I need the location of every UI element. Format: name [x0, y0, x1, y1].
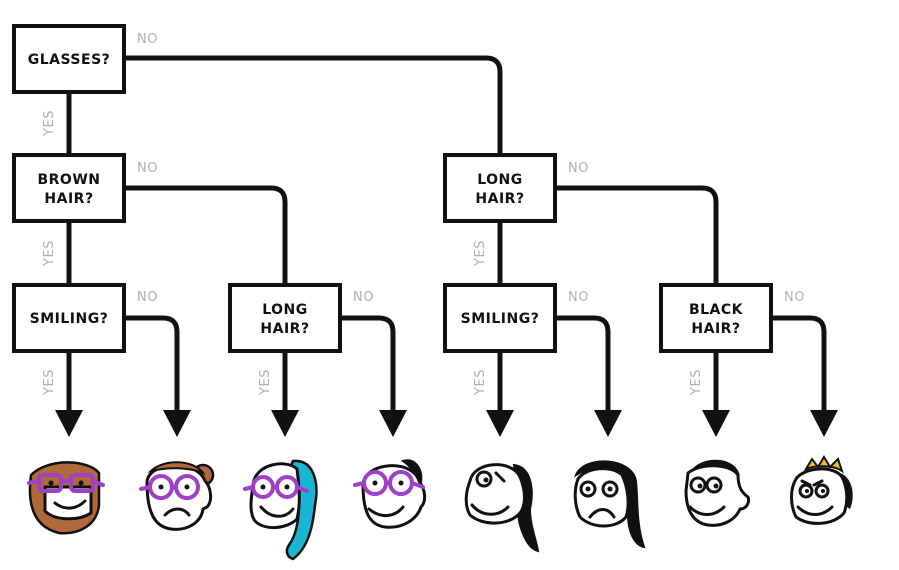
question-line: LONG	[477, 172, 523, 188]
question-smiling-left: SMILING?	[12, 283, 126, 353]
question-long-hair-right: LONG HAIR?	[443, 153, 557, 223]
label-no: NO	[568, 290, 589, 305]
down-arrow-icon	[486, 410, 514, 437]
label-no: NO	[137, 32, 158, 47]
label-no: NO	[353, 290, 374, 305]
label-yes: YES	[42, 240, 57, 267]
down-arrow-icon	[163, 410, 191, 437]
question-line: HAIR?	[44, 191, 93, 207]
question-line: SMILING?	[461, 311, 540, 327]
tree-connectors	[55, 55, 838, 437]
question-line: LONG	[262, 302, 308, 318]
question-long-hair-left: LONG HAIR?	[228, 283, 342, 353]
question-line: HAIR?	[475, 191, 524, 207]
label-no: NO	[137, 161, 158, 176]
face-icon	[684, 459, 750, 527]
question-glasses: GLASSES?	[12, 24, 126, 94]
label-yes: YES	[42, 369, 57, 396]
face-icon	[353, 459, 427, 529]
down-arrow-icon	[55, 410, 83, 437]
hair-short-icon	[803, 455, 844, 474]
question-line: HAIR?	[260, 321, 309, 337]
edge-black-no	[768, 315, 827, 415]
question-line: BLACK	[689, 302, 744, 318]
label-yes: YES	[473, 369, 488, 396]
edge-labels: NO NO NO NO NO NO NO YES YES YES YES YES…	[42, 32, 805, 396]
glasses-icon	[27, 473, 105, 493]
edge-brown-no	[121, 185, 288, 288]
label-no: NO	[568, 161, 589, 176]
down-arrow-icon	[702, 410, 730, 437]
glasses-icon	[353, 470, 425, 496]
question-smiling-right: SMILING?	[443, 283, 557, 353]
edge-smiling-a-no	[121, 315, 180, 415]
label-yes: YES	[42, 110, 57, 137]
face-icon	[464, 463, 540, 553]
face-icon	[573, 460, 646, 549]
question-line: GLASSES?	[28, 52, 111, 68]
edge-glasses-no	[121, 55, 503, 158]
question-brown-hair: BROWN HAIR?	[12, 153, 126, 223]
down-arrow-icon	[810, 410, 838, 437]
question-line: SMILING?	[30, 311, 109, 327]
label-yes: YES	[689, 369, 704, 396]
down-arrow-icon	[379, 410, 407, 437]
edge-longhair-b-no	[552, 185, 719, 288]
down-arrow-icon	[271, 410, 299, 437]
glasses-icon	[243, 475, 309, 499]
question-black-hair: BLACK HAIR?	[659, 283, 773, 353]
face-icon	[139, 461, 215, 531]
face-icon	[243, 459, 318, 561]
edge-smiling-b-no	[552, 315, 611, 415]
question-line: HAIR?	[691, 321, 740, 337]
face-icon	[27, 461, 105, 535]
down-arrow-icon	[594, 410, 622, 437]
edge-longhair-a-no	[337, 315, 396, 415]
label-yes: YES	[258, 369, 273, 396]
face-icon	[790, 455, 853, 525]
glasses-icon	[139, 474, 200, 500]
label-no: NO	[137, 290, 158, 305]
label-yes: YES	[473, 240, 488, 267]
question-line: BROWN	[37, 172, 100, 188]
label-no: NO	[784, 290, 805, 305]
